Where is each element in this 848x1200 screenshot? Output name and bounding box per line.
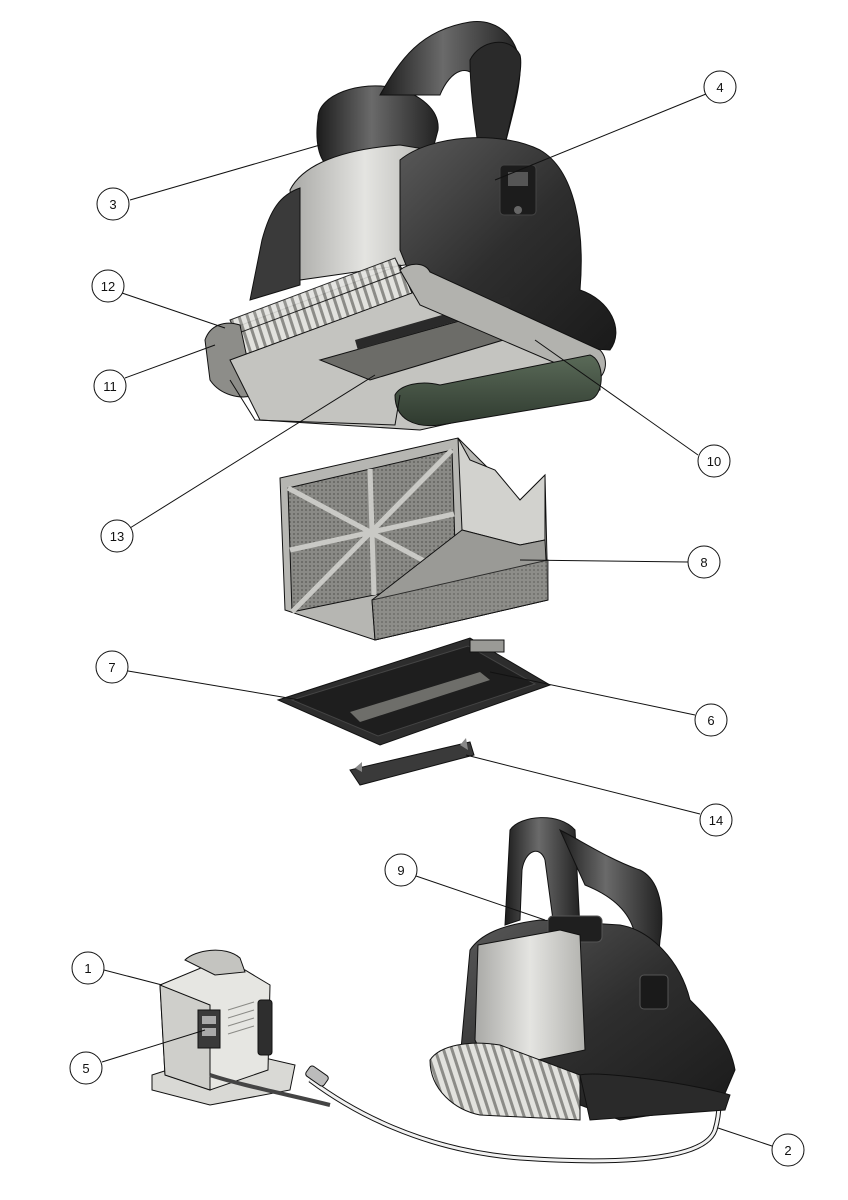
callout-8: 8 (519, 545, 721, 579)
callout-8-label: 8 (700, 555, 707, 570)
callout-4: 4 (494, 70, 737, 181)
bottom-clip (349, 738, 475, 786)
callout-2-label: 2 (784, 1143, 791, 1158)
callout-10: 10 (534, 339, 731, 478)
callout-1: 1 (71, 951, 163, 986)
callout-11-label: 11 (103, 379, 117, 394)
callout-5: 5 (69, 1029, 206, 1085)
callout-9: 9 (384, 853, 546, 921)
callout-1-label: 1 (84, 961, 91, 976)
callout-6-label: 6 (707, 713, 714, 728)
callout-6: 6 (489, 671, 728, 737)
robot-top-exploded (204, 21, 617, 431)
callout-3: 3 (96, 144, 321, 221)
bottom-lid (276, 637, 552, 746)
callout-7: 7 (95, 650, 301, 701)
callout-7-label: 7 (108, 660, 115, 675)
callout-4-label: 4 (716, 80, 723, 95)
callout-9-label: 9 (397, 863, 404, 878)
callout-10-label: 10 (707, 454, 721, 469)
callout-14-label: 14 (709, 813, 723, 828)
callout-12: 12 (91, 269, 226, 329)
callout-13: 13 (100, 374, 376, 553)
power-supply (151, 949, 296, 1106)
callout-13-label: 13 (110, 529, 124, 544)
callout-11: 11 (93, 344, 216, 403)
filter-basket (279, 437, 549, 641)
callout-3-label: 3 (109, 197, 116, 212)
callout-5-label: 5 (82, 1061, 89, 1076)
callout-2: 2 (717, 1127, 805, 1167)
callout-14: 14 (465, 754, 733, 837)
callout-12-label: 12 (101, 279, 115, 294)
robot-assembled (429, 817, 736, 1121)
